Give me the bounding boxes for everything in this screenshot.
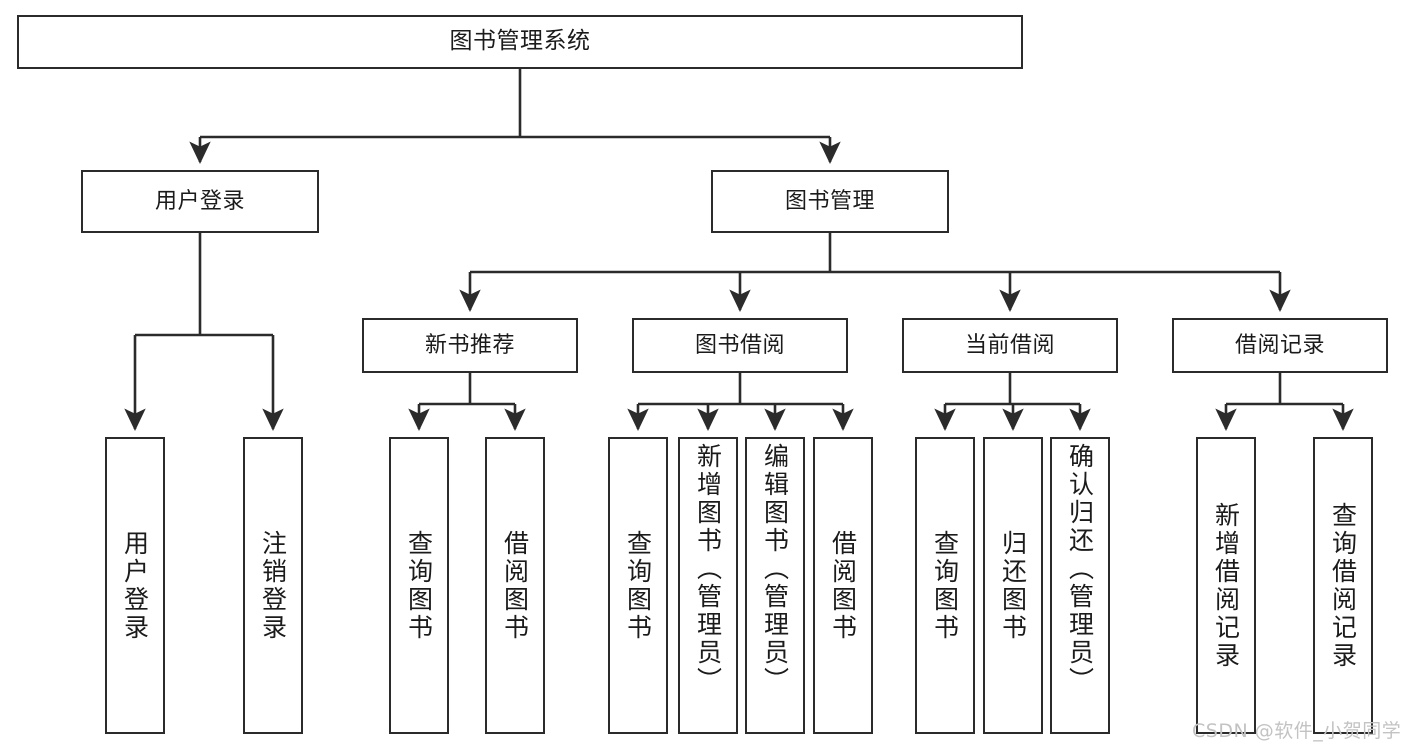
node-leaf-query-book-current[interactable]: 查询图书 [915, 437, 975, 734]
node-leaf-logout[interactable]: 注销登录 [243, 437, 303, 734]
node-leaf-borrow-book-borrowing[interactable]: 借阅图书 [813, 437, 873, 734]
node-new-book-recommendation[interactable]: 新书推荐 [362, 318, 578, 373]
node-label: 归还图书 [998, 529, 1028, 642]
node-user-login[interactable]: 用户登录 [81, 170, 319, 233]
node-leaf-borrow-book-recommend[interactable]: 借阅图书 [485, 437, 545, 734]
node-label: 借阅记录 [1234, 332, 1325, 358]
node-label: 图书管理 [784, 188, 875, 214]
node-label: 确认归还（管理员） [1065, 443, 1095, 695]
node-label: 注销登录 [258, 529, 288, 642]
node-label: 图书管理系统 [449, 28, 591, 55]
node-leaf-query-borrowing-record[interactable]: 查询借阅记录 [1313, 437, 1373, 734]
node-label: 查询图书 [930, 529, 960, 642]
node-leaf-query-book-recommend[interactable]: 查询图书 [389, 437, 449, 734]
node-root-book-management-system[interactable]: 图书管理系统 [17, 15, 1023, 69]
node-label: 当前借阅 [964, 332, 1055, 358]
node-book-borrowing[interactable]: 图书借阅 [632, 318, 848, 373]
node-label: 查询借阅记录 [1328, 501, 1358, 670]
watermark-text: CSDN @软件_小贺同学 [1192, 720, 1402, 742]
node-label: 新增图书（管理员） [693, 443, 723, 695]
node-label: 用户登录 [154, 188, 245, 214]
node-label: 借阅图书 [828, 529, 858, 642]
node-label: 图书借阅 [694, 332, 785, 358]
node-leaf-add-borrowing-record[interactable]: 新增借阅记录 [1196, 437, 1256, 734]
node-label: 新增借阅记录 [1211, 501, 1241, 670]
node-leaf-query-book-borrowing[interactable]: 查询图书 [608, 437, 668, 734]
node-label: 查询图书 [623, 529, 653, 642]
node-leaf-user-login[interactable]: 用户登录 [105, 437, 165, 734]
node-label: 编辑图书（管理员） [760, 443, 790, 695]
node-borrowing-records[interactable]: 借阅记录 [1172, 318, 1388, 373]
node-leaf-return-book[interactable]: 归还图书 [983, 437, 1043, 734]
node-leaf-add-book-admin[interactable]: 新增图书（管理员） [678, 437, 738, 734]
node-label: 查询图书 [404, 529, 434, 642]
node-label: 用户登录 [120, 529, 150, 642]
node-book-management[interactable]: 图书管理 [711, 170, 949, 233]
node-leaf-edit-book-admin[interactable]: 编辑图书（管理员） [745, 437, 805, 734]
node-leaf-confirm-return-admin[interactable]: 确认归还（管理员） [1050, 437, 1110, 734]
node-label: 新书推荐 [424, 332, 515, 358]
node-label: 借阅图书 [500, 529, 530, 642]
node-current-borrowing[interactable]: 当前借阅 [902, 318, 1118, 373]
